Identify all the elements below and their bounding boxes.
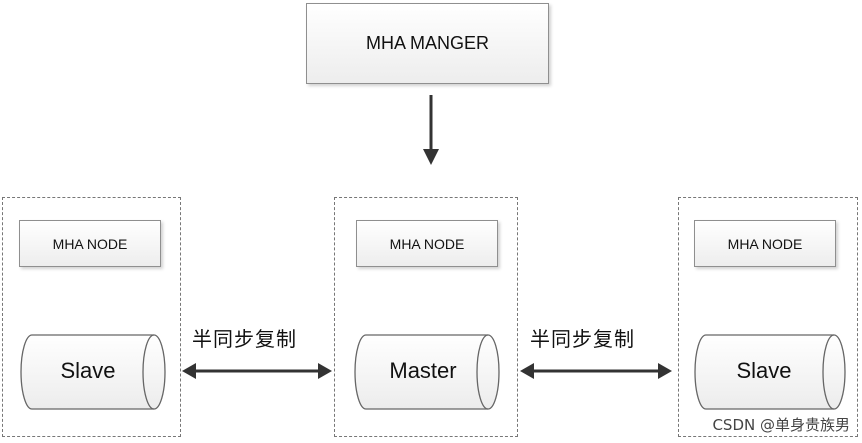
manager-down-arrow (423, 95, 439, 165)
master-group (334, 197, 518, 437)
slave-group-right (678, 197, 858, 437)
replication-label-right: 半同步复制 (530, 327, 635, 351)
replication-label-left: 半同步复制 (192, 327, 297, 351)
mha-node-box-right: MHA NODE (694, 220, 836, 267)
replication-arrow-left (182, 363, 332, 379)
mha-node-label-right: MHA NODE (727, 235, 803, 252)
replication-arrow-right (520, 363, 672, 379)
mha-node-label-left: MHA NODE (52, 235, 128, 252)
mha-node-label-master: MHA NODE (389, 235, 465, 252)
slave-label-left: Slave (60, 358, 116, 383)
slave-database-cylinder-right (694, 334, 846, 410)
master-label: Master (389, 358, 457, 383)
slave-database-cylinder-left (20, 334, 166, 410)
mha-manager-label: MHA MANGER (365, 33, 489, 53)
master-database-cylinder (354, 334, 500, 410)
slave-group-left (2, 197, 181, 437)
mha-node-box-master: MHA NODE (356, 220, 498, 267)
mha-node-box-left: MHA NODE (19, 220, 161, 267)
mha-manager-box: MHA MANGER (306, 3, 549, 84)
csdn-watermark: CSDN @单身贵族男 (712, 416, 850, 434)
slave-label-right: Slave (736, 358, 792, 383)
